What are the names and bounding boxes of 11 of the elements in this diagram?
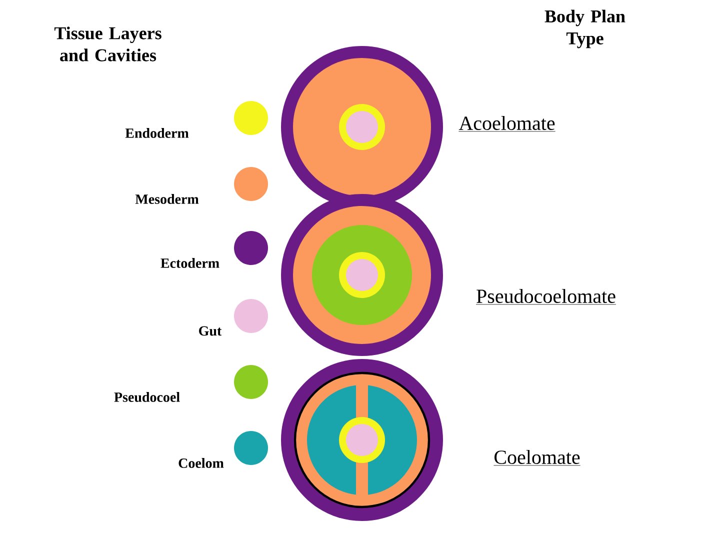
legend-label: Pseudocoel	[114, 392, 180, 402]
body-plan-label: Pseudocoelomate	[476, 288, 616, 305]
legend-label: Mesoderm	[135, 194, 199, 204]
legend-label: Gut	[199, 326, 222, 336]
column-heading: Tissue Layers and Cavities	[54, 26, 162, 62]
body-plan-label: Acoelomate	[458, 116, 556, 132]
legend-label: Coelom	[178, 458, 224, 468]
legend-label: Endoderm	[125, 128, 189, 138]
legend-label: Ectoderm	[160, 258, 220, 268]
column-heading: Body Plan Type	[544, 10, 626, 48]
body-plan-label: Coelomate	[493, 450, 581, 466]
